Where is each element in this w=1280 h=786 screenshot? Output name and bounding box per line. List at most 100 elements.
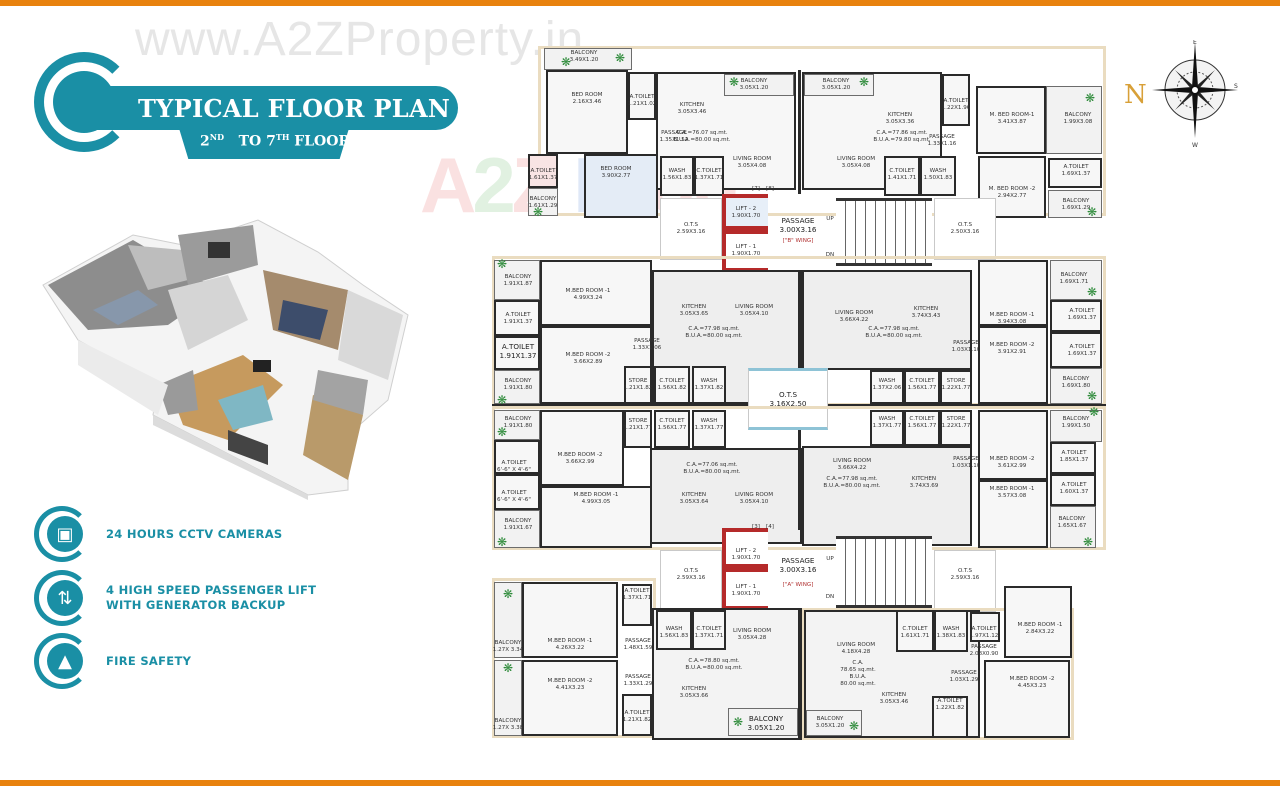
3d-apartment-render [42, 219, 409, 500]
plant-icon: ❋ [848, 719, 860, 733]
top-accent-bar [0, 0, 1280, 6]
toilet [494, 336, 540, 370]
balcony [494, 410, 540, 440]
plant-icon: ❋ [1086, 285, 1098, 299]
feature-label: 4 HIGH SPEED PASSENGER LIFT WITH GENERAT… [106, 583, 317, 612]
balcony [544, 48, 632, 70]
balcony [1050, 260, 1102, 300]
toilet [622, 694, 652, 736]
toilet [528, 154, 558, 188]
plant-icon: ❋ [532, 205, 544, 219]
balcony [494, 510, 540, 548]
toilet [628, 72, 656, 120]
toilet [942, 74, 970, 126]
north-label: N [1124, 80, 1147, 110]
common-toilet [904, 410, 940, 446]
toilet [1050, 442, 1096, 474]
toilet [1048, 158, 1102, 188]
svg-text:S: S [1234, 83, 1238, 90]
central-ots-shaft [748, 368, 828, 430]
common-toilet [904, 370, 940, 404]
balcony [1048, 190, 1102, 218]
master-bedroom [978, 410, 1048, 480]
balcony [724, 74, 794, 96]
master-bedroom [522, 582, 618, 658]
balcony [494, 370, 540, 404]
balcony [528, 188, 558, 216]
lift-1 [722, 230, 768, 272]
master-bedroom [540, 410, 624, 486]
toilet [1050, 474, 1096, 506]
master-bedroom [978, 326, 1048, 404]
plant-icon: ❋ [496, 393, 508, 407]
store [940, 410, 972, 446]
party-wall [798, 270, 801, 368]
feature-label: FIRE SAFETY [106, 653, 192, 668]
master-bedroom [978, 480, 1048, 548]
bedroom [584, 154, 658, 218]
plant-icon: ❋ [1086, 205, 1098, 219]
balcony [1050, 410, 1102, 442]
toilet [970, 612, 1000, 642]
wash [934, 610, 968, 652]
plant-icon: ❋ [614, 51, 626, 65]
common-toilet [654, 410, 690, 448]
common-toilet [654, 366, 690, 404]
wash [656, 610, 692, 650]
wash [920, 156, 956, 196]
toilet [494, 440, 540, 474]
toilet [494, 474, 540, 510]
plant-icon: ❋ [1082, 535, 1094, 549]
staircase [836, 536, 932, 608]
master-bedroom [540, 486, 652, 548]
page-title: TYPICAL FLOOR PLAN [138, 94, 451, 123]
toilet [1050, 300, 1102, 332]
ots-shaft [934, 550, 996, 612]
svg-text:W: W [1192, 142, 1198, 149]
title-bar [80, 86, 458, 130]
master-bedroom [978, 260, 1048, 326]
wash [692, 366, 726, 404]
party-wall [798, 608, 801, 738]
building-outline [538, 46, 1106, 216]
party-wall [798, 430, 801, 530]
feature-fire-safety: ▲ FIRE SAFETY [34, 633, 191, 689]
compass-rose-icon: E S W [1152, 40, 1238, 149]
balcony [1050, 368, 1102, 404]
store [624, 366, 652, 404]
master-bedroom [540, 260, 652, 326]
plant-icon: ❋ [1086, 389, 1098, 403]
feature-label: 24 HOURS CCTV CAMERAS [106, 526, 283, 541]
ots-shaft [660, 198, 722, 260]
toilet [622, 584, 652, 626]
feature-lift: ⇅ 4 HIGH SPEED PASSENGER LIFT WITH GENER… [34, 570, 316, 626]
wash [870, 410, 904, 446]
lift-2 [722, 194, 768, 230]
master-bedroom [1004, 586, 1072, 658]
svg-text:E: E [1193, 40, 1197, 46]
bottom-accent-bar [0, 780, 1280, 786]
title-ring [34, 52, 134, 152]
store [940, 370, 972, 404]
watermark-url: www.A2ZProperty.in [135, 13, 585, 66]
plant-icon: ❋ [858, 75, 870, 89]
ots-shaft [934, 198, 996, 260]
balcony [1046, 86, 1102, 154]
balcony [1050, 506, 1096, 548]
plant-icon: ❋ [1084, 91, 1096, 105]
plant-icon: ❋ [502, 661, 514, 675]
bedroom [546, 70, 628, 154]
balcony [494, 660, 522, 736]
kitchen-living [802, 446, 972, 546]
cctv-camera-icon: ▣ [47, 516, 83, 552]
balcony [728, 708, 798, 736]
staircase [836, 198, 932, 266]
balcony [494, 582, 522, 658]
plant-icon: ❋ [496, 425, 508, 439]
master-bedroom [522, 660, 618, 736]
plant-icon: ❋ [732, 715, 744, 729]
balcony [804, 74, 874, 96]
feature-cctv: ▣ 24 HOURS CCTV CAMERAS [34, 506, 283, 562]
master-bedroom [976, 86, 1046, 154]
